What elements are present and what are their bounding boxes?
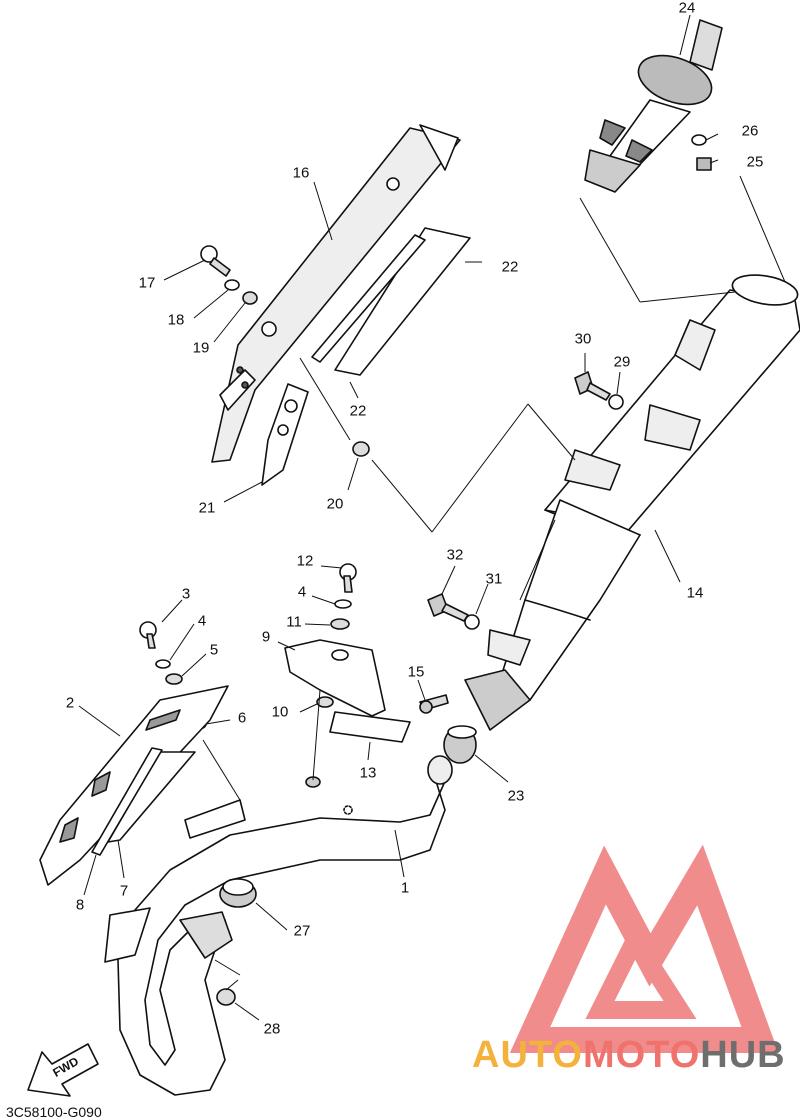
callout-28: 28 [263,1020,281,1038]
tail-pipe-end [584,19,723,193]
watermark-moto: MOTO [582,1034,701,1076]
callout-14: 14 [686,584,704,602]
bolt-15 [419,694,449,714]
callout-7: 7 [119,882,129,900]
alignment-lines [202,175,786,991]
gasket-23 [443,725,477,764]
bracket-9 [284,639,386,717]
screw-25 [696,157,712,171]
gasket-13 [329,711,411,743]
callout-22b: 22 [349,402,367,420]
callout-16: 16 [292,164,310,182]
bolt-30 [574,371,611,401]
nut-28 [216,988,236,1006]
washer-4b [155,659,171,669]
watermark-auto: AUTO [472,1034,583,1076]
nut-10 [316,696,334,708]
gasket-8 [91,747,163,856]
callout-15: 15 [407,663,425,681]
callout-4a: 4 [297,583,307,601]
nut-20 [352,441,370,457]
callout-29: 29 [613,353,631,371]
callout-6: 6 [237,709,247,727]
screw-3 [139,621,157,649]
gasket-22 [311,227,471,376]
callout-10: 10 [271,703,289,721]
callout-3: 3 [181,585,191,603]
callout-31: 31 [485,570,503,588]
watermark-hub: HUB [700,1034,786,1076]
callout-23: 23 [507,787,525,805]
callout-8: 8 [75,896,85,914]
callout-11: 11 [286,613,302,631]
callout-24: 24 [678,0,696,17]
washer-29 [608,394,624,410]
nut-11 [330,618,350,630]
gasket-27 [219,878,257,908]
washer-18 [224,279,240,291]
callout-20: 20 [326,495,344,513]
callout-9: 9 [261,628,271,646]
diagram-code: 3C58100-G090 [6,1104,102,1120]
heat-guard-16 [211,124,461,463]
callout-19: 19 [192,339,210,357]
leader-lines [78,14,719,1021]
washer-31 [464,614,480,630]
callout-2: 2 [65,694,75,712]
callout-12: 12 [296,552,314,570]
callout-13: 13 [359,764,377,782]
callout-1: 1 [400,879,410,897]
muffler-clamp [464,629,531,731]
callout-17: 17 [138,274,156,292]
callout-5: 5 [209,641,219,659]
washer-26 [691,134,707,146]
screw-12 [339,563,357,593]
nut-19 [242,291,258,305]
washer-4a [334,599,352,609]
fwd-arrow [27,1043,99,1097]
muffler-14 [499,274,800,701]
watermark-text: AUTOMOTOHUB [472,1034,786,1077]
bolt-32 [427,593,469,622]
watermark-logo [509,844,779,1053]
callout-32: 32 [446,546,464,564]
callout-25: 25 [746,153,764,171]
callout-26: 26 [741,122,759,140]
bracket-21 [261,383,309,486]
callout-27: 27 [293,922,311,940]
exhaust-pipe-1 [104,755,453,1096]
callout-18: 18 [167,311,185,329]
callout-21: 21 [198,499,216,517]
callout-22a: 22 [501,258,519,276]
callout-30: 30 [574,330,592,348]
screw-17 [200,245,231,277]
nut-5 [165,673,183,685]
callout-4b: 4 [197,612,207,630]
